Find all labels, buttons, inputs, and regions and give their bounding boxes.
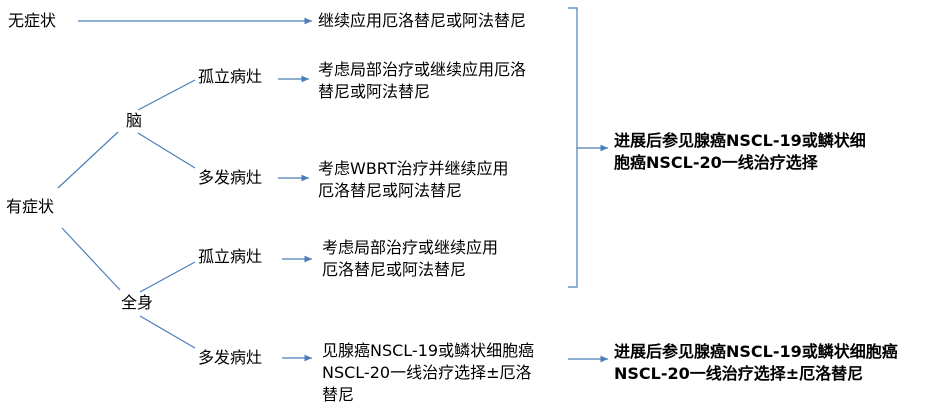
line-brain-to-isolated: [137, 79, 196, 111]
action-sys-multiple: 见腺癌NSCL-19或鳞状细胞癌 NSCL-20一线治疗选择±厄洛 替尼: [322, 341, 535, 404]
outcome-progression-group: 进展后参见腺癌NSCL-19或鳞状细 胞癌NSCL-20一线治疗选择: [614, 131, 866, 172]
node-brain-multiple: 多发病灶: [198, 168, 263, 187]
node-sys-multiple: 多发病灶: [198, 348, 263, 367]
outcome-progression-multiple: 进展后参见腺癌NSCL-19或鳞状细胞癌 NSCL-20一线治疗选择±厄洛替尼: [614, 342, 898, 383]
action-brain-multiple: 考虑WBRT治疗并继续应用 厄洛替尼或阿法替尼: [318, 159, 509, 200]
node-asymptomatic: 无症状: [8, 11, 57, 30]
line-brain-to-multiple: [137, 132, 196, 169]
node-symptomatic: 有症状: [6, 197, 55, 216]
node-brain-isolated: 孤立病灶: [198, 67, 263, 86]
node-systemic: 全身: [121, 293, 154, 312]
line-systemic-to-multiple: [139, 315, 196, 349]
action-brain-isolated: 考虑局部治疗或继续应用厄洛 替尼或阿法替尼: [318, 60, 527, 101]
line-systemic-to-isolated: [139, 261, 196, 293]
node-sys-isolated: 孤立病灶: [198, 247, 263, 266]
node-brain: 脑: [126, 111, 143, 130]
action-sys-isolated: 考虑局部治疗或继续应用 厄洛替尼或阿法替尼: [322, 238, 499, 279]
action-asymptomatic: 继续应用厄洛替尼或阿法替尼: [318, 11, 527, 30]
line-symptomatic-to-systemic: [61, 227, 121, 291]
line-symptomatic-to-brain: [57, 131, 119, 189]
group-bracket: [568, 7, 578, 288]
